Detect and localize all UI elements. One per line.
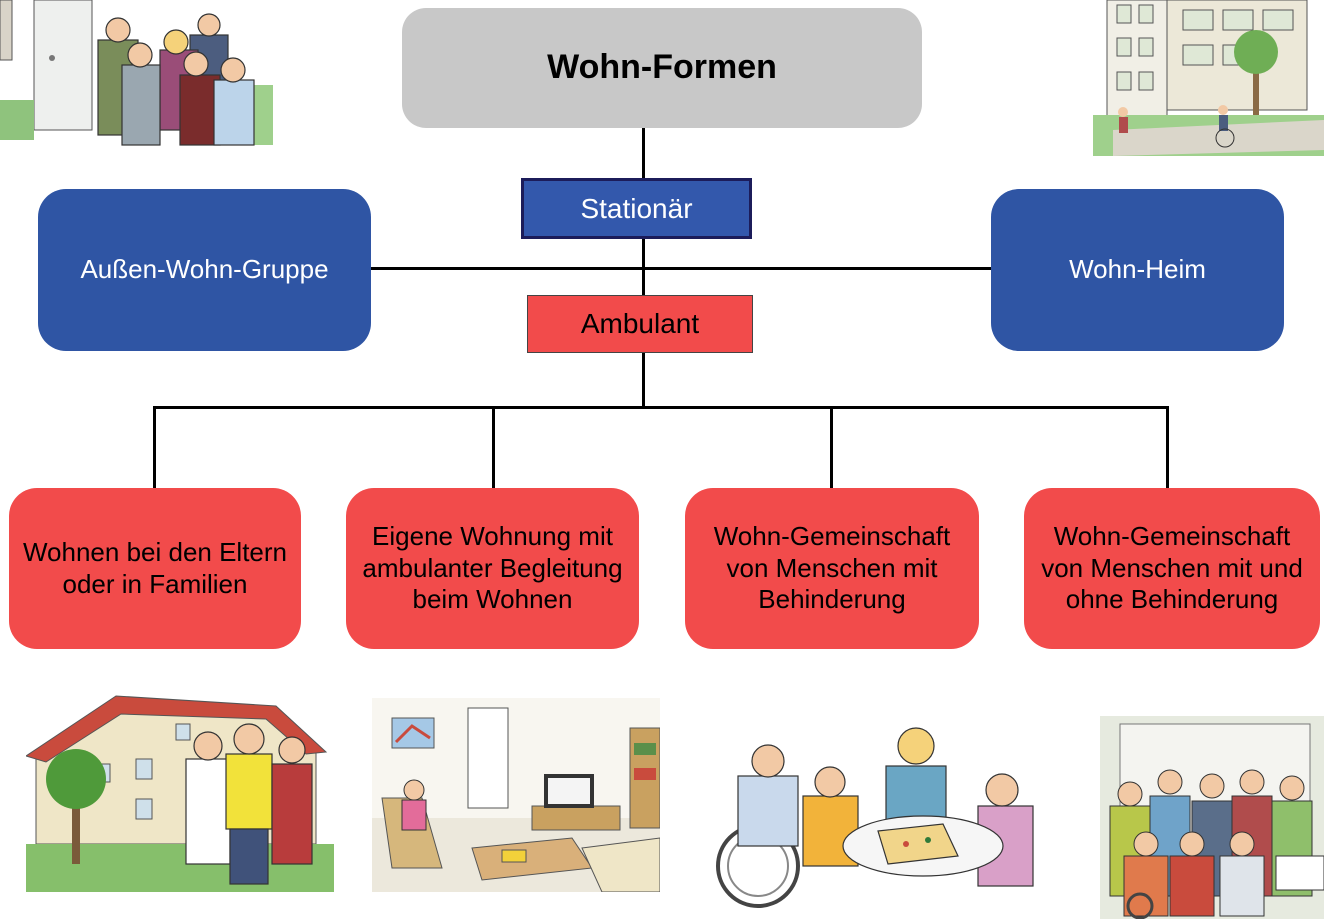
apartment-building-illustration — [1093, 0, 1324, 156]
stationaer-label: Stationär — [521, 178, 752, 239]
connector-drop-4 — [1166, 406, 1169, 488]
connector-ambulant-horizontal — [153, 406, 1169, 409]
ambulant-label: Ambulant — [527, 295, 753, 353]
stationaer-option-aussen-wohn-gruppe: Außen-Wohn-Gruppe — [38, 189, 371, 351]
stationaer-option-wohn-heim: Wohn-Heim — [991, 189, 1284, 351]
connector-stationaer-horizontal — [370, 267, 992, 270]
connector-drop-1 — [153, 406, 156, 488]
ambulant-option-wg-mit-und-ohne-behinderung: Wohn-Gemeinschaft von Menschen mit und o… — [1024, 488, 1320, 649]
ambulant-option-wg-mit-behinderung: Wohn-Gemeinschaft von Menschen mit Behin… — [685, 488, 979, 649]
mixed-group-portrait-illustration — [1100, 716, 1324, 919]
connector-drop-2 — [492, 406, 495, 488]
family-in-front-of-house-illustration — [26, 684, 334, 892]
connector-drop-3 — [830, 406, 833, 488]
family-group-at-door-illustration — [0, 0, 273, 156]
shared-flat-board-game-illustration — [708, 716, 1046, 912]
diagram-title: Wohn-Formen — [402, 8, 922, 128]
ambulant-option-eltern-familien: Wohnen bei den Eltern oder in Familien — [9, 488, 301, 649]
living-room-apartment-illustration — [372, 698, 660, 892]
ambulant-option-eigene-wohnung: Eigene Wohnung mit ambulanter Begleitung… — [346, 488, 639, 649]
